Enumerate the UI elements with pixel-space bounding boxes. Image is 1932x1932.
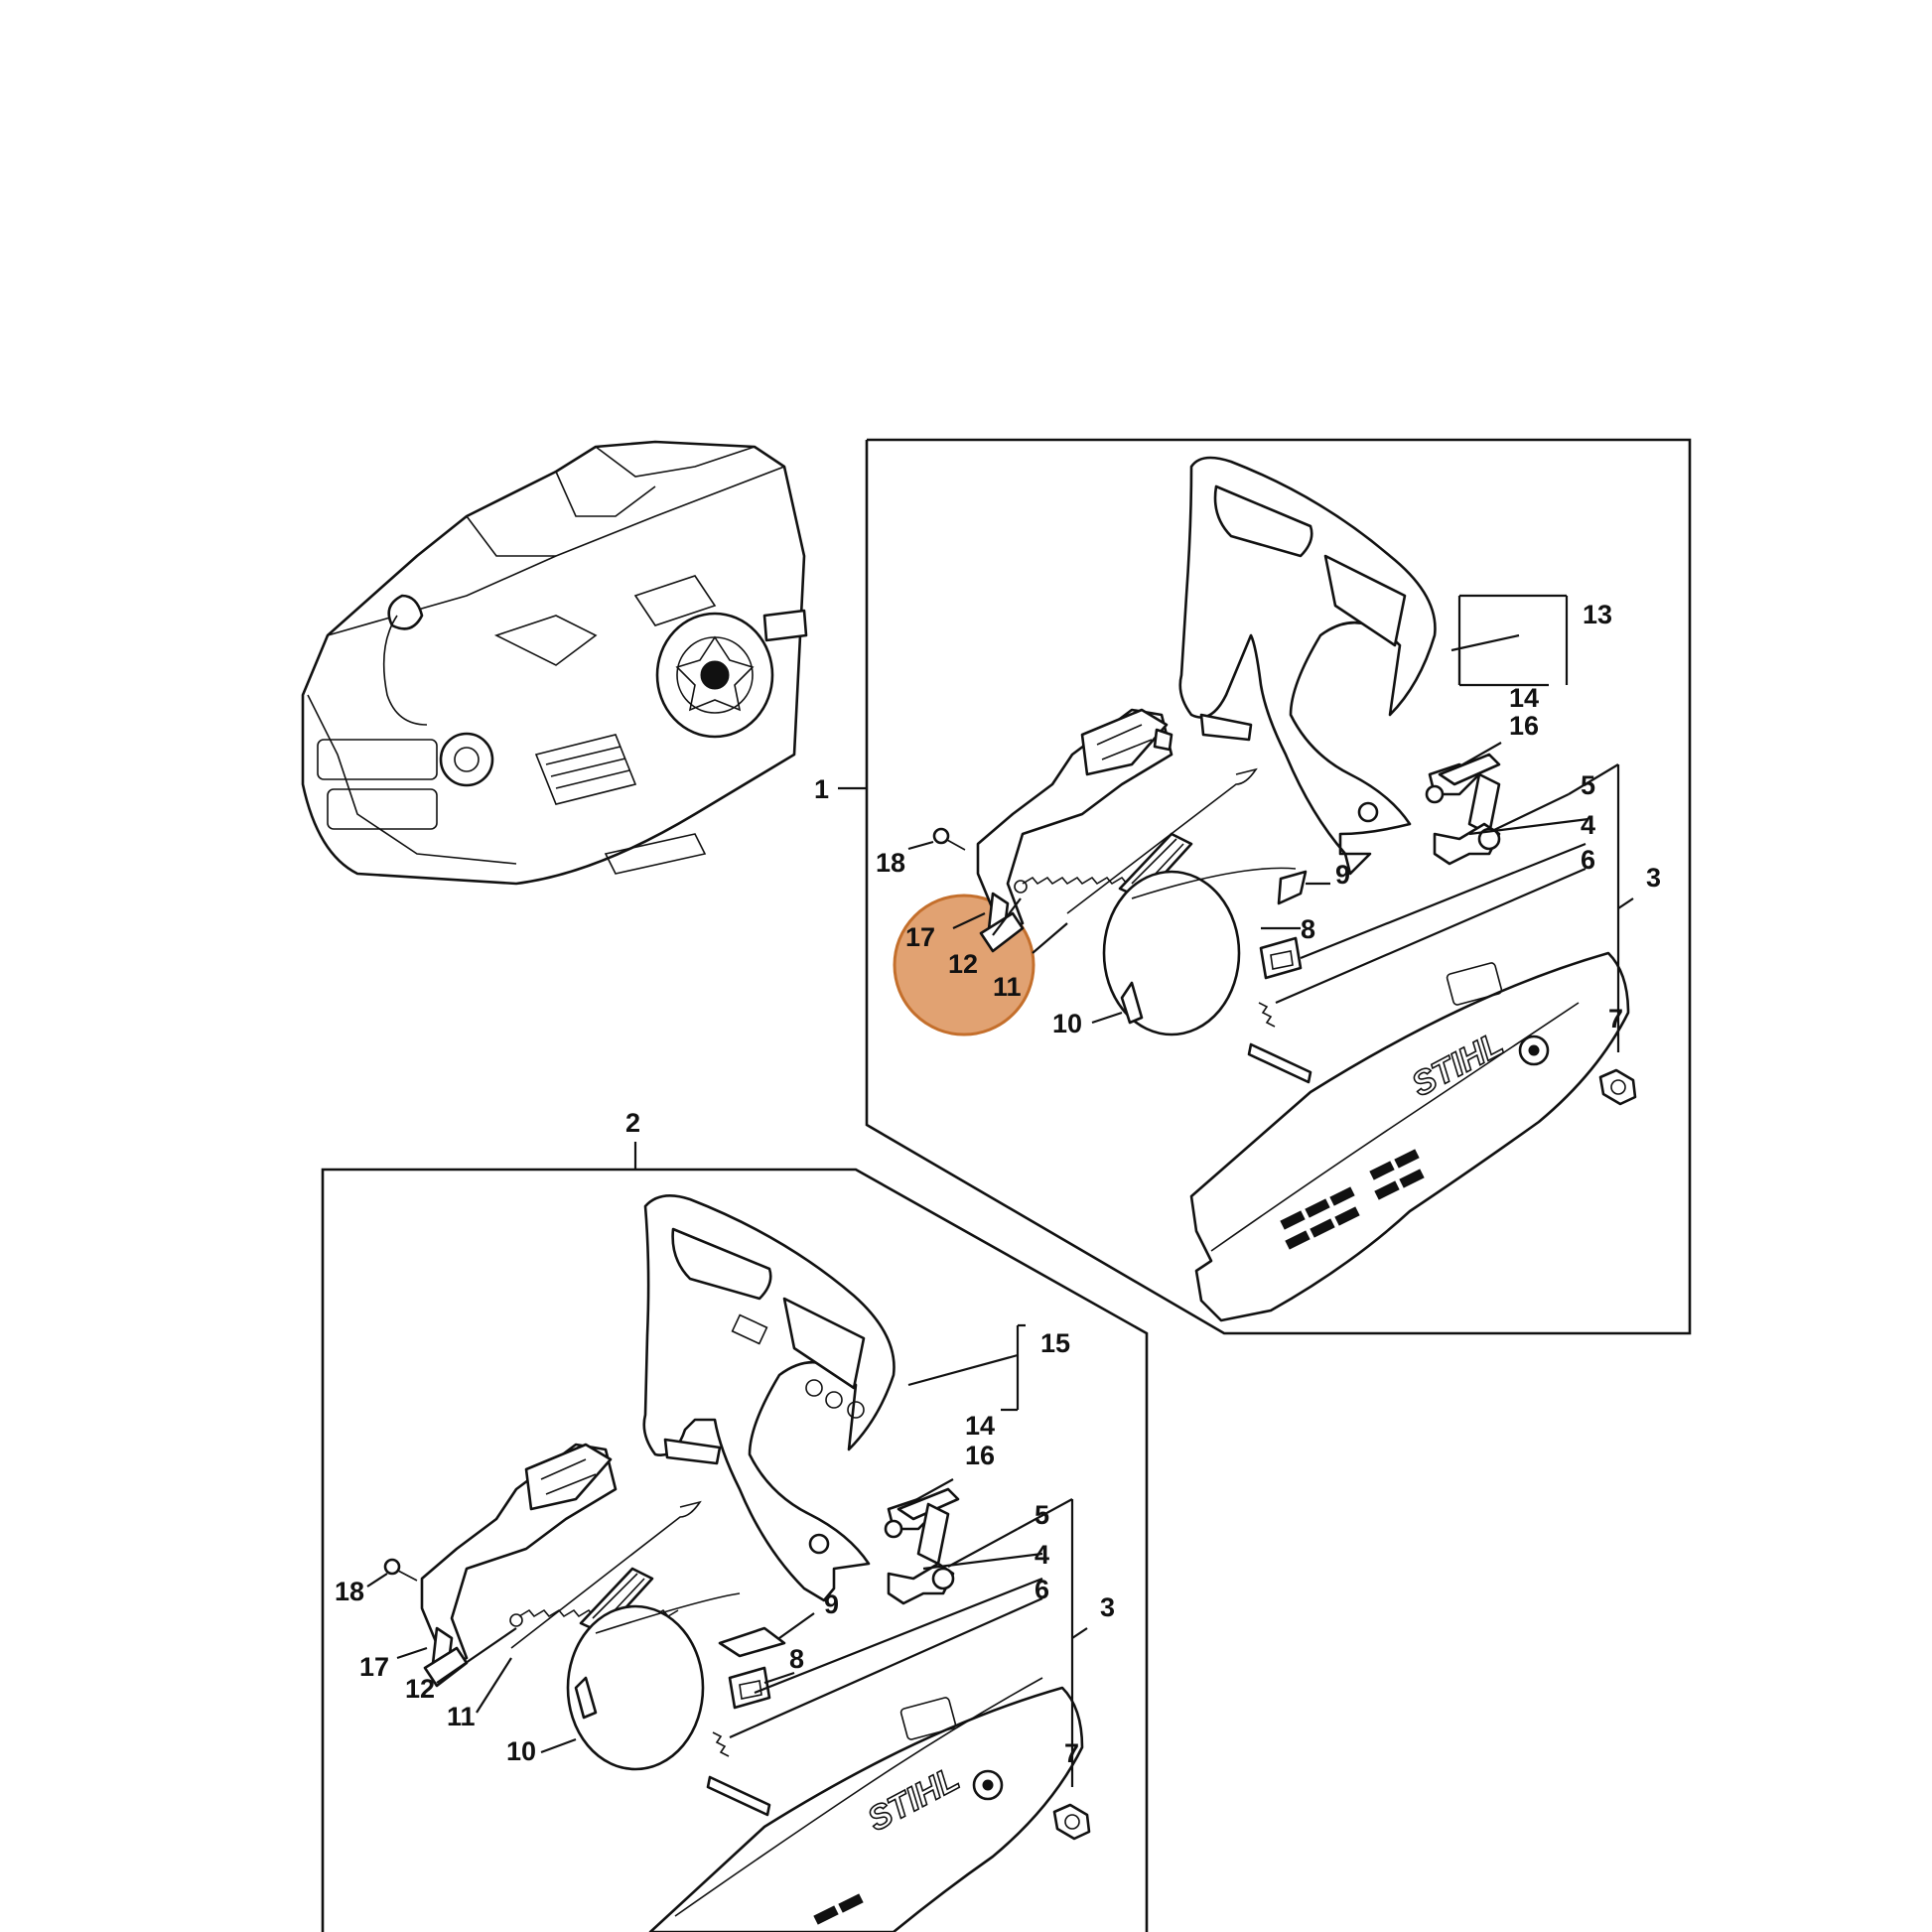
callout-top-7: 7 xyxy=(1608,1004,1623,1034)
assembly-1-leaders xyxy=(907,594,1634,1052)
callout-top-12: 12 xyxy=(948,949,978,979)
callout-top-11: 11 xyxy=(993,972,1022,1002)
callout-bottom-4: 4 xyxy=(1035,1540,1049,1570)
callout-top-9: 9 xyxy=(1335,860,1350,890)
assembly-2-frame: 2 xyxy=(321,1108,1149,1932)
callout-bottom-7: 7 xyxy=(1064,1738,1079,1768)
spring-wire-11 xyxy=(1066,767,1258,914)
callout-bottom-16: 16 xyxy=(965,1441,995,1470)
sprocket-cover-3-b xyxy=(648,1686,1084,1932)
sprocket-cover-3 xyxy=(1189,951,1630,1322)
callout-bottom-9: 9 xyxy=(824,1589,839,1619)
clip-8 xyxy=(1259,936,1303,980)
callout-top-13: 13 xyxy=(1583,600,1612,629)
assembly-1-callouts: 13 14 16 5 4 6 3 7 9 8 10 11 12 17 18 xyxy=(876,600,1661,1038)
callout-bottom-6: 6 xyxy=(1035,1575,1049,1604)
callout-bottom-8: 8 xyxy=(789,1644,804,1674)
nut-7 xyxy=(1598,1068,1637,1106)
spring-wire-11-b xyxy=(510,1500,702,1649)
callout-bottom-17: 17 xyxy=(359,1652,389,1682)
callout-top-16: 16 xyxy=(1509,711,1539,741)
assembly-1-parts: STIHL xyxy=(932,456,1637,1322)
callout-top-6: 6 xyxy=(1581,845,1595,875)
callout-bottom-3: 3 xyxy=(1100,1592,1115,1622)
screw-18-b xyxy=(383,1558,401,1576)
callout-top-5: 5 xyxy=(1581,770,1595,800)
hand-guard-13 xyxy=(1178,456,1437,876)
brake-band-10 xyxy=(1102,870,1241,1036)
assembly-1-frame: 1 xyxy=(814,438,1692,1335)
callout-bottom-12: 12 xyxy=(405,1674,435,1704)
assembly-label-1: 1 xyxy=(814,774,829,804)
nut-7-b xyxy=(1052,1803,1091,1841)
assembly-label-2: 2 xyxy=(625,1108,640,1138)
callout-top-17: 17 xyxy=(905,922,935,952)
callout-top-4: 4 xyxy=(1581,810,1595,840)
clip-8-b xyxy=(728,1666,771,1710)
callout-bottom-18: 18 xyxy=(335,1577,364,1606)
brake-band-10-b xyxy=(566,1604,705,1771)
callout-bottom-10: 10 xyxy=(506,1736,536,1766)
assembly-2-leaders xyxy=(366,1323,1088,1787)
callout-top-3: 3 xyxy=(1646,863,1661,893)
callout-bottom-11: 11 xyxy=(447,1702,476,1731)
screw-18 xyxy=(932,827,950,845)
callout-bottom-14: 14 xyxy=(965,1411,995,1441)
callout-top-8: 8 xyxy=(1301,914,1315,944)
callout-top-14: 14 xyxy=(1509,683,1539,713)
assembly-2-callouts: 15 14 16 5 4 6 3 7 9 8 10 11 12 17 18 xyxy=(335,1328,1115,1768)
callout-top-18: 18 xyxy=(876,848,905,878)
hand-guard-15 xyxy=(642,1193,896,1602)
callout-top-10: 10 xyxy=(1052,1009,1082,1038)
engine-overview-illustration xyxy=(301,440,808,886)
assembly-2-parts: STIHL xyxy=(383,1193,1091,1932)
callout-bottom-15: 15 xyxy=(1040,1328,1070,1358)
callout-bottom-5: 5 xyxy=(1035,1500,1049,1530)
